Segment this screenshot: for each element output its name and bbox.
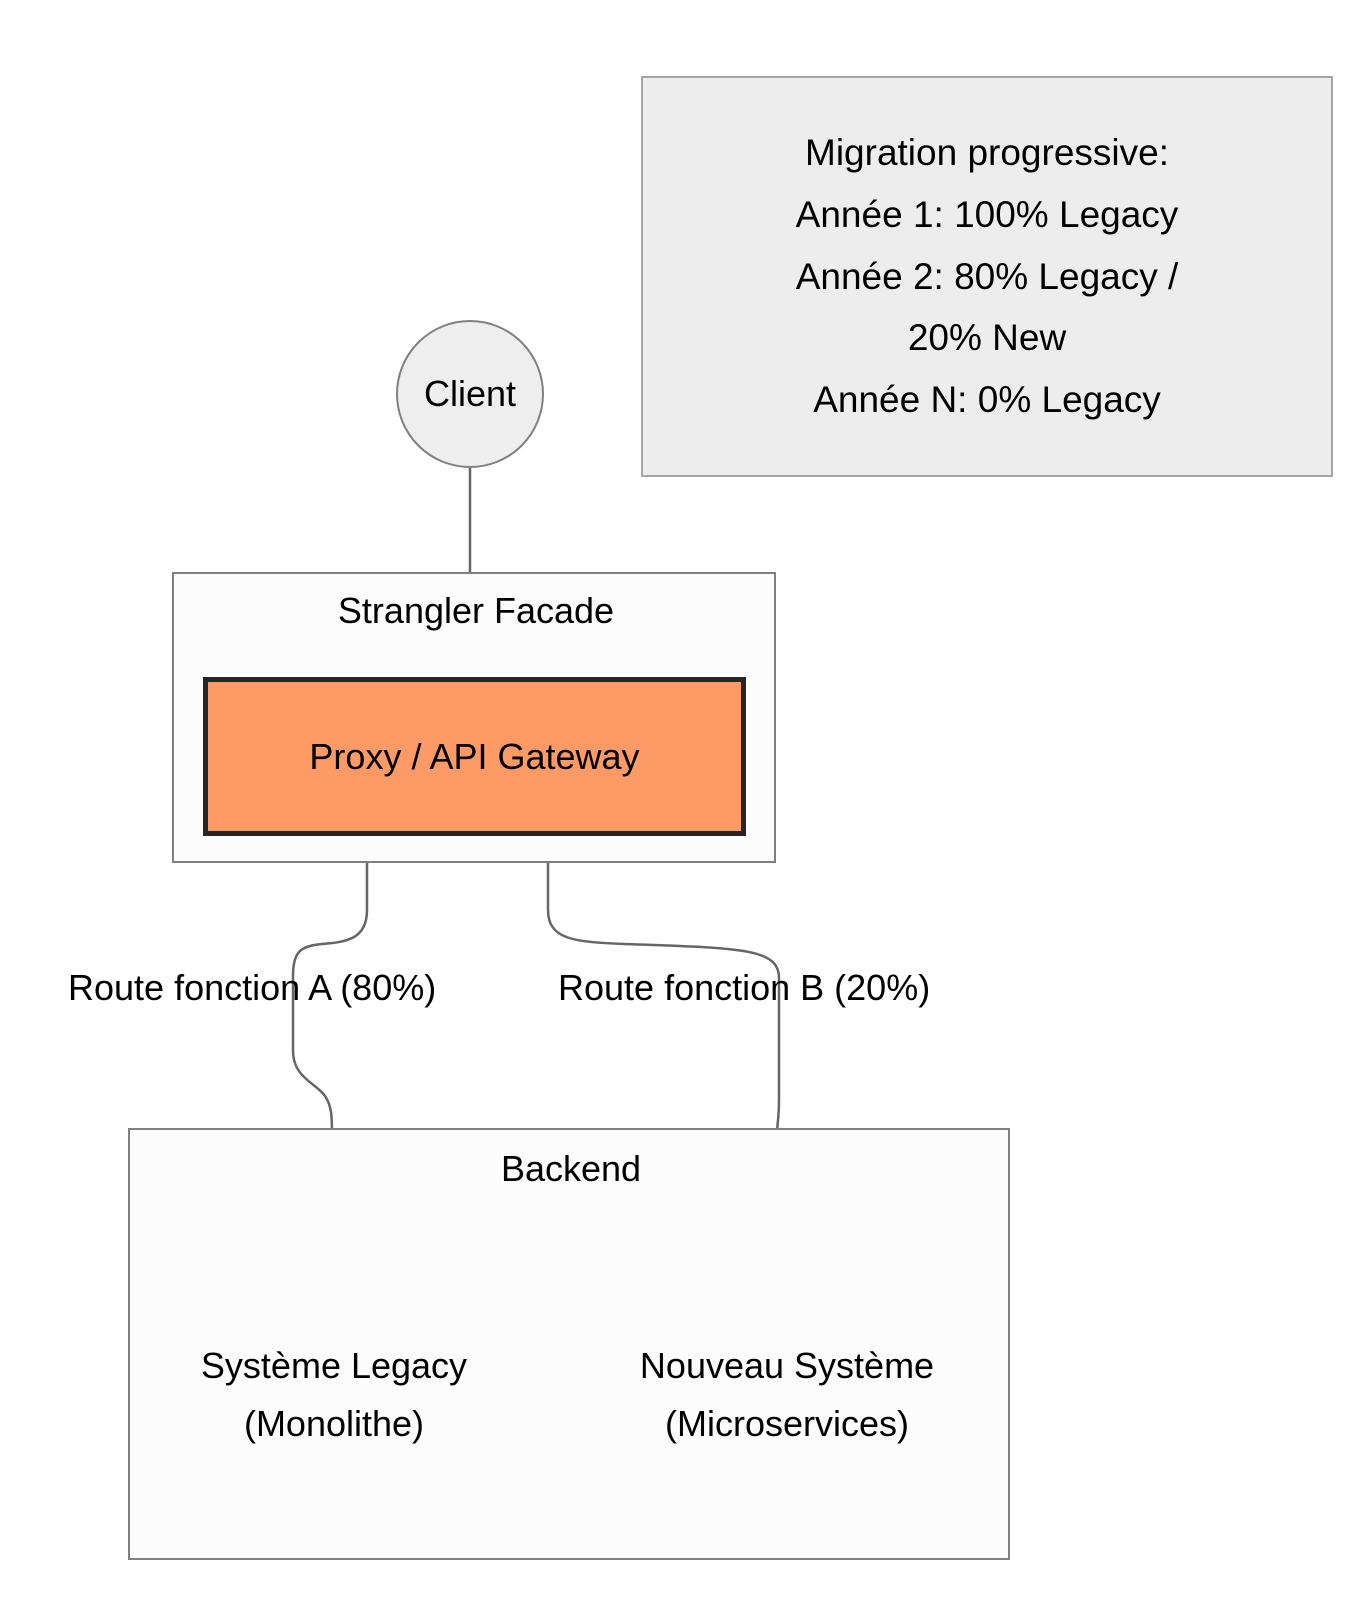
note-line-3: Année 2: 80% Legacy / <box>795 255 1179 297</box>
node-client-label: Client <box>423 373 517 414</box>
node-legacy-system-line2: (Monolithe) <box>243 1403 425 1445</box>
node-proxy-api-gateway-label: Proxy / API Gateway <box>309 735 640 777</box>
container-backend[interactable]: Backend <box>128 1128 1010 1560</box>
edge-label-route-b: Route fonction B (20%) <box>558 967 931 1008</box>
node-new-system-line1: Nouveau Système <box>639 1345 935 1386</box>
node-new-system-label-group[interactable]: Nouveau Système (Microservices) <box>594 1337 980 1454</box>
edge-proxy-to-new-system <box>546 836 784 1225</box>
container-strangler-facade-title: Strangler Facade <box>337 590 615 631</box>
node-client[interactable]: Client <box>396 320 544 468</box>
node-legacy-system-line1: Système Legacy <box>200 1345 468 1386</box>
edge-label-route-a: Route fonction A (80%) <box>68 967 437 1008</box>
note-line-1: Migration progressive: <box>805 132 1169 174</box>
node-proxy-api-gateway[interactable]: Proxy / API Gateway <box>203 677 746 836</box>
edge-proxy-to-legacy <box>291 836 369 1225</box>
migration-note-box: Migration progressive: Année 1: 100% Leg… <box>641 76 1333 477</box>
note-line-2: Année 1: 100% Legacy <box>795 193 1179 235</box>
note-line-4: 20% New <box>907 317 1067 359</box>
node-legacy-system-label-group[interactable]: Système Legacy (Monolithe) <box>155 1337 513 1454</box>
container-backend-title: Backend <box>500 1148 642 1189</box>
note-line-5: Année N: 0% Legacy <box>813 379 1161 421</box>
node-new-system-line2: (Microservices) <box>664 1403 909 1445</box>
